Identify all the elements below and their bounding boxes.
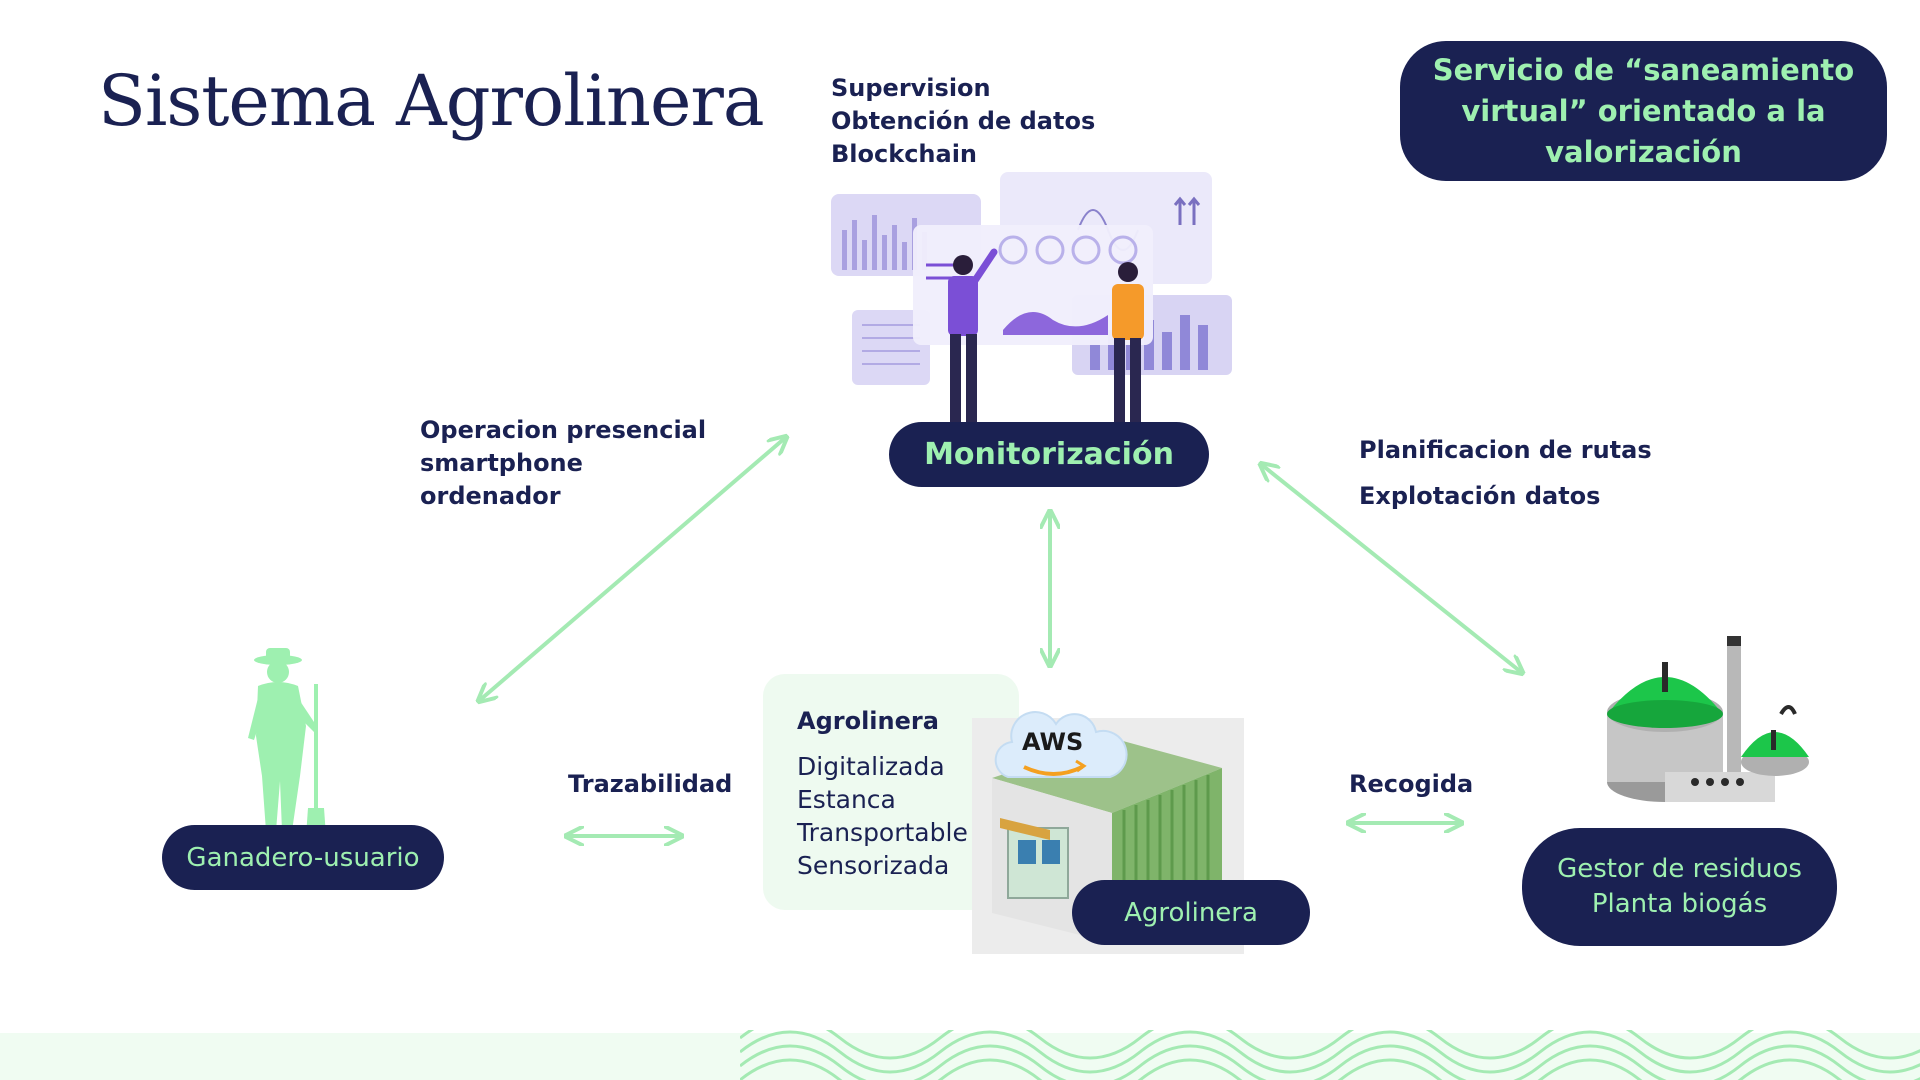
- aws-text: AWS: [1022, 728, 1084, 756]
- monitor-label: Monitorización: [924, 437, 1174, 472]
- agrolinera-feature-2: Estanca: [797, 785, 896, 814]
- waste-node: Gestor de residuos Planta biogás: [1522, 828, 1837, 946]
- agrolinera-label: Agrolinera: [1124, 897, 1258, 928]
- traceability-label: Trazabilidad: [568, 770, 733, 798]
- agrolinera-feature-1: Digitalizada: [797, 752, 945, 781]
- farmer-label: Ganadero-usuario: [186, 842, 420, 873]
- left-link-line-3: ordenador: [420, 482, 561, 510]
- service-text: Servicio de “saneamiento virtual” orient…: [1432, 52, 1855, 169]
- monitor-node: Monitorización: [889, 422, 1209, 487]
- right-link-line-2: Explotación datos: [1359, 482, 1601, 510]
- agrolinera-node: Agrolinera: [1072, 880, 1310, 945]
- farmer-icon: [248, 648, 326, 836]
- agrolinera-feature-4: Sensorizada: [797, 851, 950, 880]
- monitor-feature-3: Blockchain: [831, 140, 978, 168]
- page-title: Sistema Agrolinera: [98, 60, 765, 142]
- waste-label-2: Planta biogás: [1591, 889, 1768, 919]
- left-link-line-2: smartphone: [420, 449, 583, 477]
- left-link-line-1: Operacion presencial: [420, 416, 707, 444]
- monitoring-illustration: [831, 172, 1232, 426]
- footer-wave-pattern: [740, 1030, 1920, 1080]
- farmer-node: Ganadero-usuario: [162, 825, 444, 890]
- aws-cloud-icon: [994, 711, 1128, 778]
- arrow-monitor-waste: [1262, 465, 1521, 672]
- monitor-feature-1: Supervision: [831, 74, 991, 102]
- waste-label-1: Gestor de residuos: [1557, 854, 1802, 884]
- arrow-farmer-monitor: [480, 438, 785, 700]
- agrolinera-heading: Agrolinera: [797, 707, 939, 735]
- collection-label: Recogida: [1349, 770, 1474, 798]
- service-box: Servicio de “saneamiento virtual” orient…: [1400, 41, 1887, 181]
- monitor-feature-2: Obtención de datos: [831, 107, 1096, 135]
- agrolinera-feature-3: Transportable: [797, 818, 968, 847]
- right-link-line-1: Planificacion de rutas: [1359, 436, 1652, 464]
- biogas-plant-illustration: [1607, 636, 1809, 802]
